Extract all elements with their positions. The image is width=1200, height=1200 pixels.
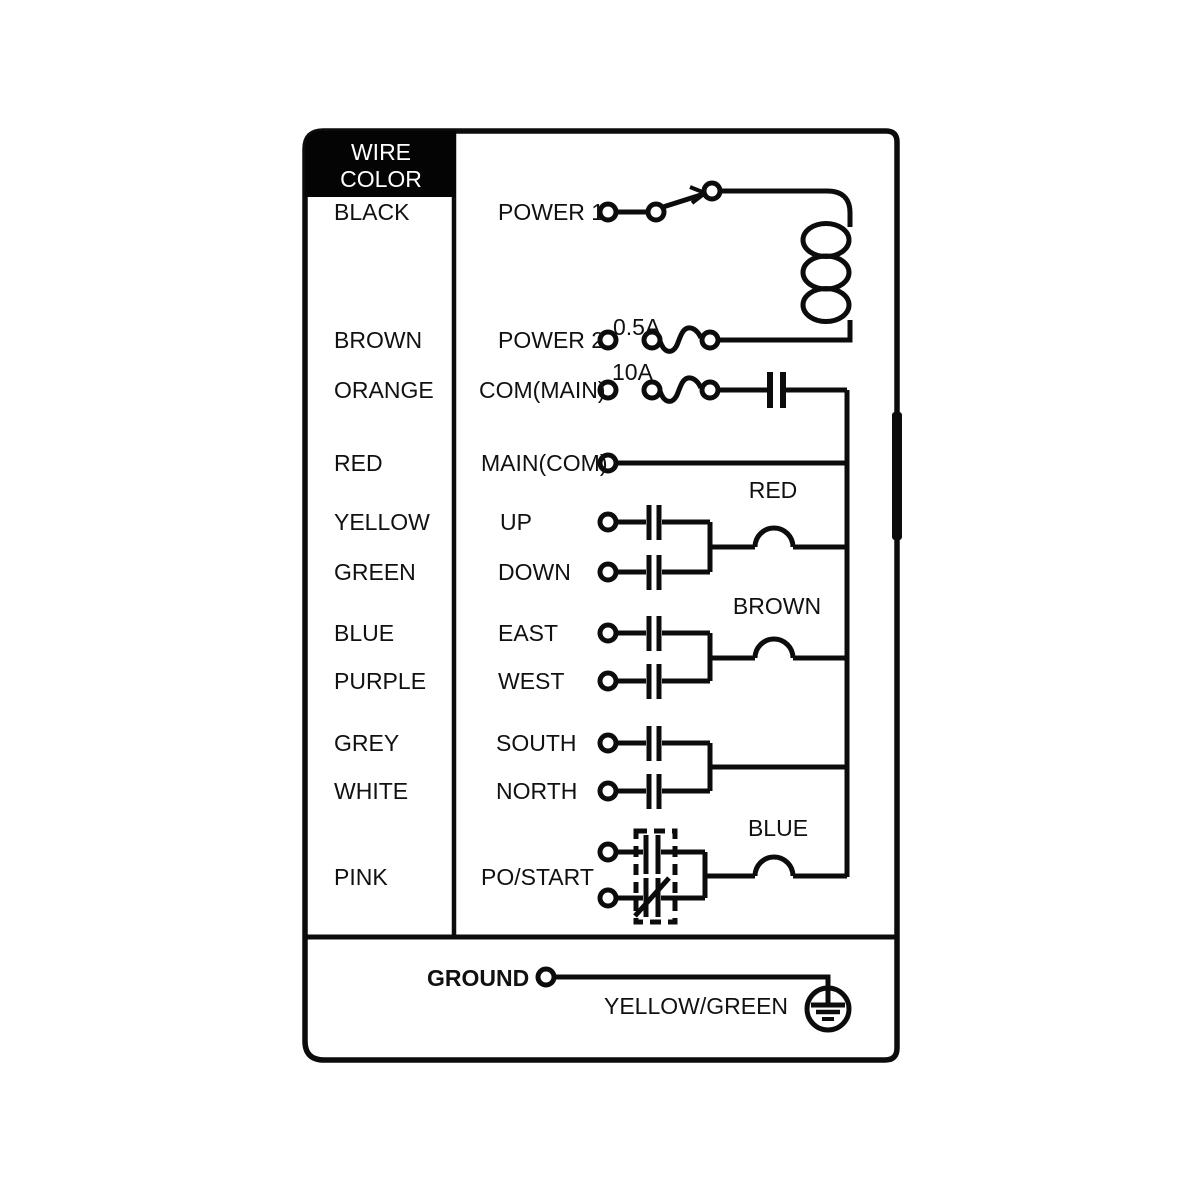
po-start-no-contact-icon (597, 835, 705, 874)
wire-color-header-line2: COLOR (340, 166, 422, 192)
south-north-wire (707, 743, 847, 791)
coil-wire-label-blue: BLUE (747, 815, 809, 841)
terminal-label-up: UP (500, 509, 532, 535)
terminal-label-main-com: MAIN(COM) (481, 450, 608, 476)
fuse-0.5a-icon (597, 325, 721, 354)
east-west-coil-wire (707, 633, 847, 681)
terminal-label-power1: POWER 1 (498, 199, 605, 225)
wire-color-header: WIRE COLOR (305, 139, 457, 193)
terminal-label-power2: POWER 2 (498, 327, 605, 353)
wire-color-orange: ORANGE (334, 377, 434, 403)
wire-color-white: WHITE (334, 778, 409, 804)
coil-wire-label-red: RED (748, 477, 798, 503)
wire-color-grey: GREY (334, 730, 400, 756)
up-down-coil-wire (707, 522, 847, 572)
wire-color-header-box (305, 131, 456, 197)
po-start-dashed-enclosure (633, 828, 678, 925)
wire-color-header-line1: WIRE (350, 139, 412, 165)
south-contact-icon (597, 726, 710, 761)
po-start-coil-wire (702, 852, 847, 898)
north-contact-icon (597, 774, 710, 809)
east-contact-icon (597, 616, 710, 651)
wire-color-pink: PINK (334, 864, 388, 890)
wire-color-green: GREEN (334, 559, 416, 585)
main-com-wire (597, 452, 847, 474)
wire-color-yellow: YELLOW (334, 509, 430, 535)
earth-ground-icon (804, 985, 852, 1033)
relay-coil-icon (719, 188, 853, 343)
terminal-label-south: SOUTH (496, 730, 577, 756)
terminal-label-po-start: PO/START (481, 864, 594, 890)
fuse-rating-power2: 0.5A (613, 314, 661, 340)
terminal-label-west: WEST (498, 668, 565, 694)
ground-wire-label: YELLOW/GREEN (604, 993, 789, 1019)
wire-color-black: BLACK (334, 199, 410, 225)
fuse-rating-com-main: 10A (612, 359, 653, 385)
ground-label: GROUND (427, 965, 530, 991)
po-start-nc-contact-icon (597, 876, 705, 918)
wire-color-blue: BLUE (334, 620, 395, 646)
terminal-label-east: EAST (498, 620, 559, 646)
terminal-label-down: DOWN (498, 559, 571, 585)
power1-switch-icon (597, 180, 723, 223)
terminal-label-north: NORTH (496, 778, 578, 804)
west-contact-icon (597, 664, 710, 699)
wire-color-red: RED (334, 450, 383, 476)
wire-color-brown: BROWN (334, 327, 423, 353)
down-contact-icon (597, 555, 710, 590)
terminal-label-com-main: COM(MAIN) (479, 377, 606, 403)
up-contact-icon (597, 505, 710, 540)
wire-color-purple: PURPLE (334, 668, 427, 694)
ground-wire (535, 966, 831, 989)
coil-wire-label-brown: BROWN (732, 593, 822, 619)
capacitor-icon (718, 372, 847, 408)
right-edge-tab (892, 412, 902, 540)
